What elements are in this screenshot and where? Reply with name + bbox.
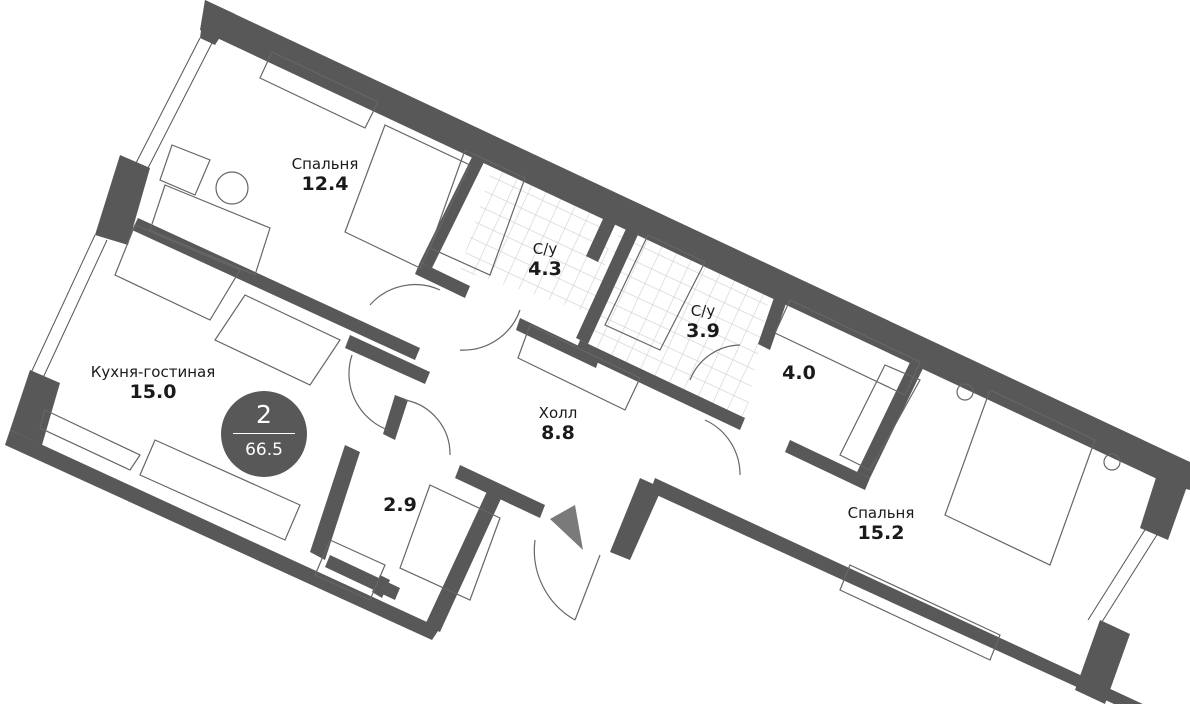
room-label-bedroom-1: Спальня 12.4 (292, 155, 359, 195)
room-area: 12.4 (301, 173, 349, 195)
kitchen-counter (139, 439, 301, 541)
room-area: 4.3 (528, 258, 562, 280)
bathtub-1 (429, 149, 526, 276)
bed-single (344, 124, 471, 269)
door-swing (689, 344, 741, 381)
room-area: 8.8 (541, 422, 575, 444)
room-area: 15.0 (129, 381, 177, 403)
door-swing (704, 419, 741, 476)
tv-stand (39, 409, 141, 471)
nightstand-lamp (1103, 453, 1121, 471)
room-label-wardrobe: 4.0 (782, 362, 816, 384)
wardrobe-storage (399, 484, 501, 601)
room-label-hall: Холл 8.8 (539, 404, 578, 444)
nightstand-lamp (956, 383, 974, 401)
room-label-bedroom-2: Спальня 15.2 (848, 504, 915, 544)
badge-divider (233, 433, 295, 434)
door-swing (459, 309, 521, 351)
room-name: Спальня (847, 504, 915, 522)
dining-table (214, 294, 341, 386)
windows (29, 37, 1161, 626)
bathtub-2 (604, 234, 706, 351)
entrance-arrow-icon (550, 505, 583, 550)
wardrobe-4-top (774, 299, 921, 396)
room-area: 4.0 (782, 362, 816, 384)
room-name: Спальня (291, 155, 359, 173)
room-name: Холл (538, 404, 578, 422)
shelf-storage (314, 539, 386, 601)
desk-shelf (159, 144, 211, 196)
door-swing (348, 354, 389, 431)
summary-badge: 2 66.5 (221, 391, 307, 477)
rooms-count: 2 (256, 400, 272, 429)
door-swing (369, 283, 441, 306)
room-label-kitchen-living: Кухня-гостиная 15.0 (91, 363, 215, 403)
wardrobe-hall (517, 324, 641, 411)
desk (149, 184, 271, 276)
room-area: 3.9 (686, 320, 720, 342)
room-label-bathroom-2: С/у 3.9 (686, 302, 720, 342)
room-name: С/у (690, 302, 716, 320)
double-bed (944, 389, 1096, 566)
chair (215, 171, 249, 205)
wardrobe-4-side (839, 364, 921, 471)
entrance-door-swing (533, 539, 576, 621)
furniture (39, 51, 1121, 661)
room-name: С/у (532, 240, 558, 258)
dresser (839, 564, 1001, 661)
wardrobe-bedroom-1 (259, 51, 379, 129)
room-name: Кухня-гостиная (90, 363, 216, 381)
room-label-storage: 2.9 (383, 494, 417, 516)
door-swing (404, 399, 451, 456)
room-area: 2.9 (383, 494, 417, 516)
room-label-bathroom-1: С/у 4.3 (528, 240, 562, 280)
room-area: 15.2 (857, 522, 905, 544)
sofa (114, 224, 241, 321)
total-area: 66.5 (245, 440, 283, 460)
walls (5, 0, 1190, 704)
